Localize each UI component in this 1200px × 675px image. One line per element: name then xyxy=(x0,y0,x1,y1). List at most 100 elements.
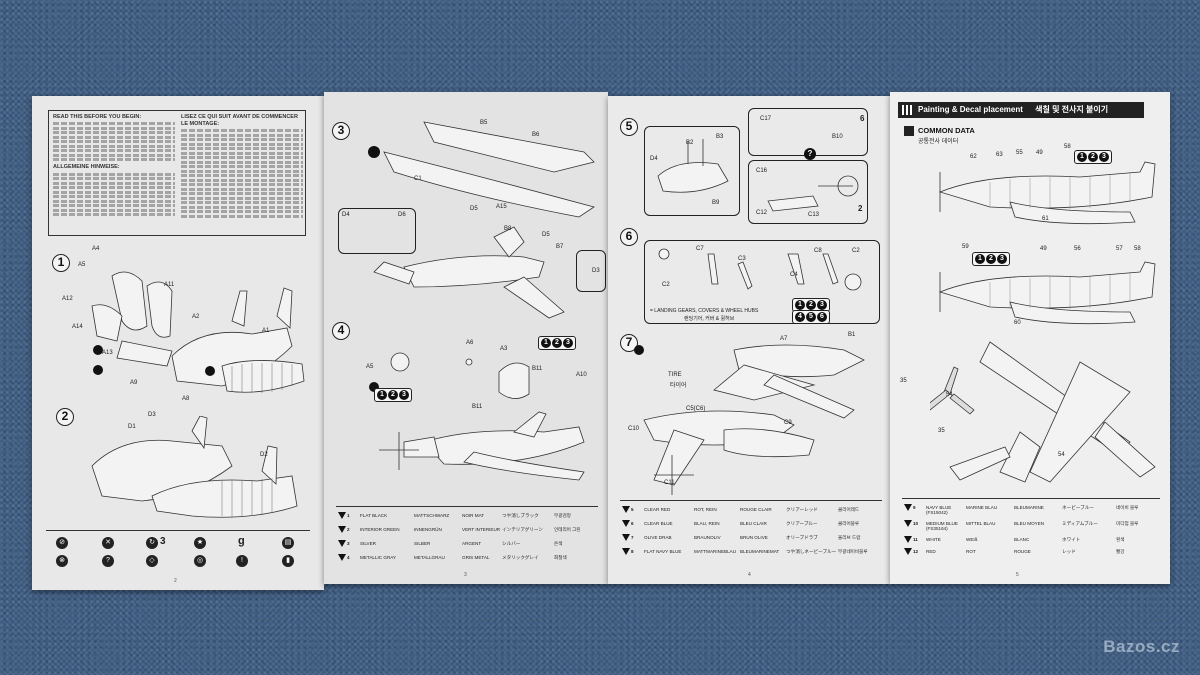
part-label: C9 xyxy=(784,420,792,426)
part-label: C8 xyxy=(814,248,822,254)
symbol-legend: ⊘ ⊗ ✕ ? ↻ 3 ◇ ★ ◎ g ! ▤ ▮ xyxy=(46,530,310,574)
part-label: A4 xyxy=(92,246,100,252)
part-label: C2 xyxy=(852,248,860,254)
part-label: A3 xyxy=(500,346,508,352)
step-number: 4 xyxy=(332,322,350,340)
step-number: 7 xyxy=(620,334,638,352)
decal-number: 57 xyxy=(1116,246,1123,252)
part-label: D3 xyxy=(148,412,156,418)
step-number: 5 xyxy=(620,118,638,136)
step-number: 1 xyxy=(52,254,70,272)
decal-number: 58 xyxy=(1134,246,1141,252)
cockpit-fuselage-drawing xyxy=(91,271,305,393)
part-label: A9 xyxy=(130,380,138,386)
decal-number: 55 xyxy=(1016,150,1023,156)
part-label: C16 xyxy=(756,168,768,174)
common-data-sub: 공통전사 데이터 xyxy=(918,139,959,145)
rocket-box xyxy=(748,160,868,224)
part-label: B1 xyxy=(848,332,856,338)
common-data-title: COMMON DATA xyxy=(904,126,975,137)
part-label: D4 xyxy=(342,212,350,218)
lisez-title: LISEZ CE QUI SUIT AVANT DE COMMENCER LE … xyxy=(181,114,298,127)
part-label: A10 xyxy=(576,372,587,378)
part-label: D2 xyxy=(260,452,268,458)
decal-number: 54 xyxy=(1058,452,1065,458)
section-title: Painting & Decal placement xyxy=(918,105,1023,114)
part-label: A7 xyxy=(780,336,788,342)
decal-number: 63 xyxy=(996,152,1003,158)
decal-number: 35 xyxy=(938,428,945,434)
part-label: C4 xyxy=(790,272,798,278)
painting-decal-panel: Painting & Decal placement 색칠 및 전사지 붙이기 … xyxy=(890,92,1170,584)
instruction-panel-3: 5 B2 B3 D4 B9 C17 B10 6 ? C16 C12 C13 2 … xyxy=(608,96,890,584)
part-label: B9 xyxy=(712,200,720,206)
aircraft-top-view xyxy=(930,341,1156,483)
part-label: A11 xyxy=(164,282,175,288)
section-title-kr: 색칠 및 전사지 붙이기 xyxy=(1035,105,1109,114)
landing-gear-box xyxy=(644,240,880,324)
watermark: Bazos.cz xyxy=(1103,637,1180,656)
instruction-panel-2: 3 B5 B6 C1 D4 D6 D5 A15 B8 D5 B7 D3 4 xyxy=(324,92,608,584)
decal-number: 60 xyxy=(1014,320,1021,326)
part-label: A14 xyxy=(72,324,83,330)
page-number: 2 xyxy=(174,578,177,584)
instruction-sheet: READ THIS BEFORE YOU BEGIN: ALLGEMEINE H… xyxy=(32,92,1170,590)
part-label: B8 xyxy=(504,226,512,232)
option-icon: ◇ xyxy=(146,555,158,567)
choice-box xyxy=(338,208,416,254)
part-label: C5(C6) xyxy=(686,406,706,412)
part-label: A2 xyxy=(192,314,200,320)
part-label: B2 xyxy=(686,140,694,146)
part-label: B7 xyxy=(556,244,564,250)
tire-label-kr: 타이어 xyxy=(670,383,687,389)
choice-icon: ? xyxy=(102,555,114,567)
cut-icon: ▮ xyxy=(282,555,294,567)
drill-icon: ◎ xyxy=(194,555,206,567)
step-number: 6 xyxy=(620,228,638,246)
wing-assembly-drawing xyxy=(368,121,595,319)
aircraft-side-view-2 xyxy=(938,261,1156,325)
section-header: Painting & Decal placement 색칠 및 전사지 붙이기 xyxy=(898,102,1144,118)
part-label: D1 xyxy=(128,424,136,430)
drop-tank-box xyxy=(644,126,740,216)
final-assembly-drawing xyxy=(634,344,865,495)
choice-icon: ? xyxy=(804,148,816,160)
part-label: C17 xyxy=(760,116,772,122)
decal-number: 62 xyxy=(970,154,977,160)
part-label: A15 xyxy=(496,204,507,210)
part-label: C13 xyxy=(808,212,820,218)
cement-icon: ⊘ xyxy=(56,537,68,549)
part-label: C7 xyxy=(696,246,704,252)
repeat-icon: ↻ xyxy=(146,537,158,549)
drop-tank-drawing xyxy=(657,139,729,193)
part-label: A6 xyxy=(466,340,474,346)
rocket-drawing xyxy=(767,175,859,212)
part-label: C3 xyxy=(738,256,746,262)
part-label: A1 xyxy=(262,328,270,334)
paint-icon: ⊗ xyxy=(56,555,68,567)
part-label: B11 xyxy=(472,404,483,410)
step-number: 2 xyxy=(56,408,74,426)
read-before-box: READ THIS BEFORE YOU BEGIN: ALLGEMEINE H… xyxy=(48,110,306,236)
decal-number: 49 xyxy=(1036,150,1043,156)
part-label: C12 xyxy=(756,210,768,216)
part-label: A13 xyxy=(102,350,113,356)
decal-number: 58 xyxy=(1064,144,1071,150)
page-number: 5 xyxy=(1016,572,1019,578)
part-label: C1 xyxy=(414,176,422,182)
box-icon: ▤ xyxy=(282,537,294,549)
detail-box xyxy=(576,250,606,292)
page-number: 4 xyxy=(748,572,751,578)
decal-number: 56 xyxy=(1074,246,1081,252)
allgemeine-title: ALLGEMEINE HINWEISE: xyxy=(53,164,120,171)
part-label: A5 xyxy=(78,262,86,268)
part-label: C10 xyxy=(628,426,640,432)
decal-number: 49 xyxy=(1040,246,1047,252)
repeat-count: 6 xyxy=(860,114,865,123)
decal-icon: ★ xyxy=(194,537,206,549)
